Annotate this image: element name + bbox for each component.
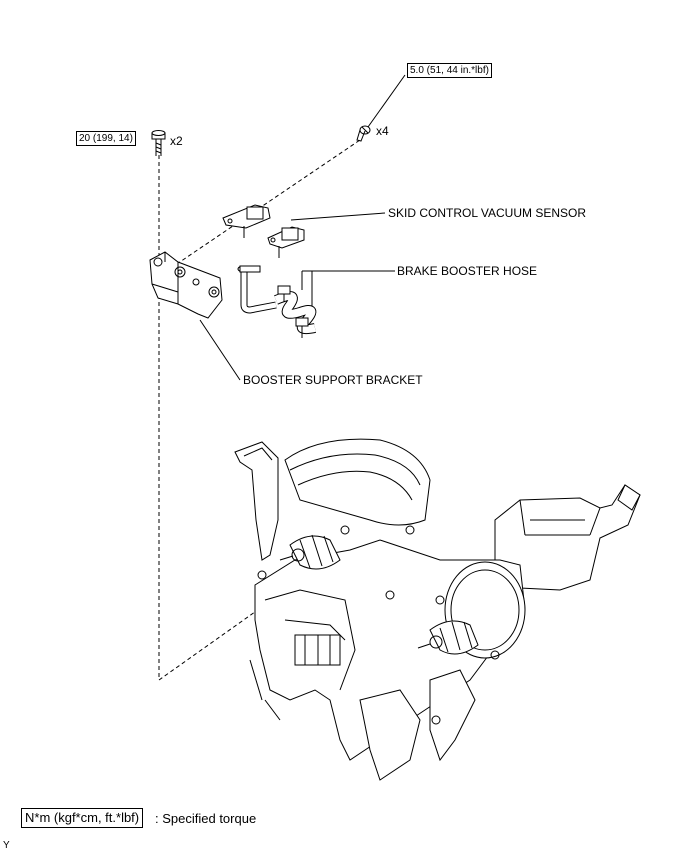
booster-support-bracket-icon bbox=[149, 251, 223, 319]
skid-control-vacuum-sensor-label: SKID CONTROL VACUUM SENSOR bbox=[388, 206, 587, 220]
torque-legend-description: : Specified torque bbox=[155, 811, 257, 826]
skid-control-vacuum-sensor-icon bbox=[222, 204, 305, 258]
brake-booster-assembly-icon bbox=[234, 438, 641, 781]
brake-booster-hose-icon bbox=[237, 265, 317, 338]
corner-mark: Y bbox=[3, 840, 10, 851]
booster-support-bracket-label: BOOSTER SUPPORT BRACKET bbox=[243, 373, 423, 387]
sensor-bolt-icon bbox=[356, 125, 371, 142]
booster-bolt-torque-box: 20 (199, 14) bbox=[76, 131, 136, 146]
torque-legend-box: N*m (kgf*cm, ft.*lbf) bbox=[21, 808, 144, 828]
booster-bolt-icon bbox=[151, 130, 166, 156]
brake-booster-hose-label: BRAKE BOOSTER HOSE bbox=[397, 264, 538, 278]
booster-bolt-quantity: x2 bbox=[170, 134, 183, 148]
sensor-bolt-torque-box: 5.0 (51, 44 in.*lbf) bbox=[407, 63, 492, 78]
sensor-bolt-quantity: x4 bbox=[376, 124, 389, 138]
